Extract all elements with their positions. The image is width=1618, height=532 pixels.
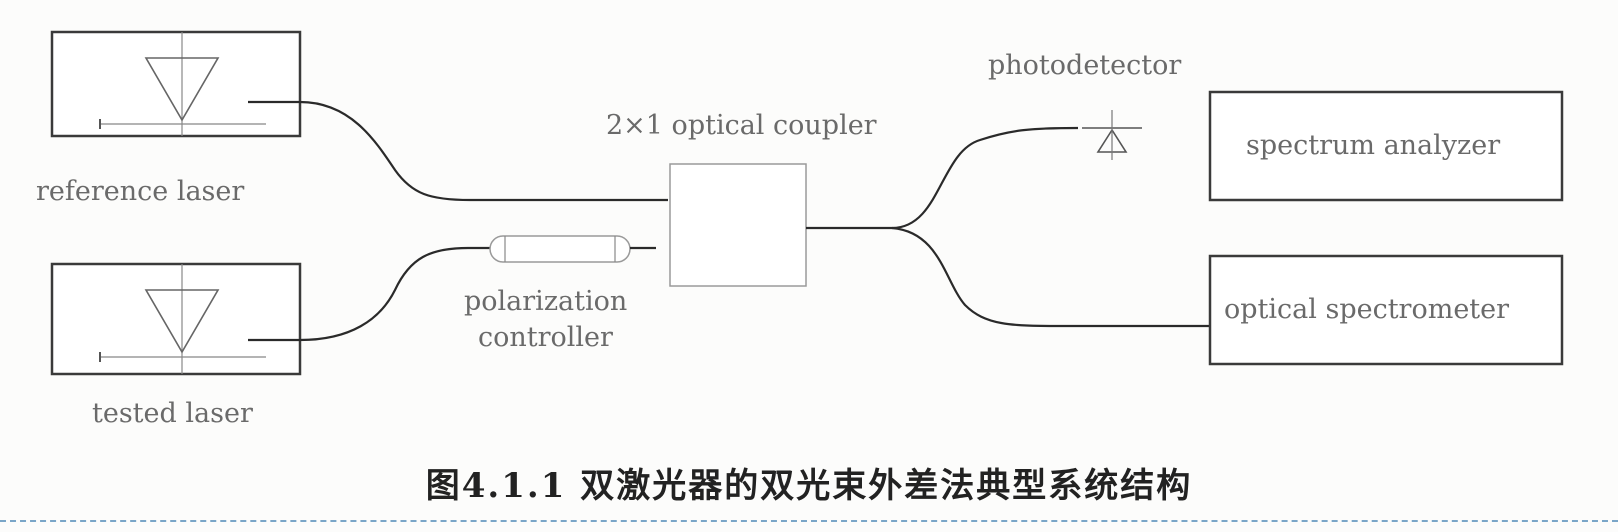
coupler-label: 2×1 optical coupler [606, 110, 877, 141]
separator-line [0, 520, 1618, 522]
figure-caption: 图4.1.1 双激光器的双光束外差法典型系统结构 [425, 466, 1193, 506]
upper-branch-fiber [891, 126, 1079, 230]
polarization-label-line2: controller [478, 322, 613, 353]
tested-laser-label: tested laser [92, 398, 253, 429]
optical-coupler-box [669, 163, 807, 287]
reference-laser-label: reference laser [36, 176, 244, 207]
photodetector-icon [1082, 110, 1142, 160]
spectrum-analyzer-label: spectrum analyzer [1246, 130, 1500, 161]
photodetector-label: photodetector [988, 50, 1181, 81]
tested-fiber [248, 246, 490, 342]
optical-spectrometer-label: optical spectrometer [1224, 294, 1509, 325]
reference-laser-box [50, 30, 302, 138]
polarization-label-line1: polarization [464, 286, 627, 317]
lower-branch-fiber [891, 226, 1210, 328]
polarization-controller [489, 198, 668, 263]
optical-spectrometer-box [1208, 254, 1564, 366]
system-diagram: reference laser tested laser polarizatio… [36, 30, 1564, 429]
tested-laser-box [50, 262, 302, 376]
reference-fiber [248, 100, 640, 202]
spectrum-analyzer-box [1208, 90, 1564, 202]
